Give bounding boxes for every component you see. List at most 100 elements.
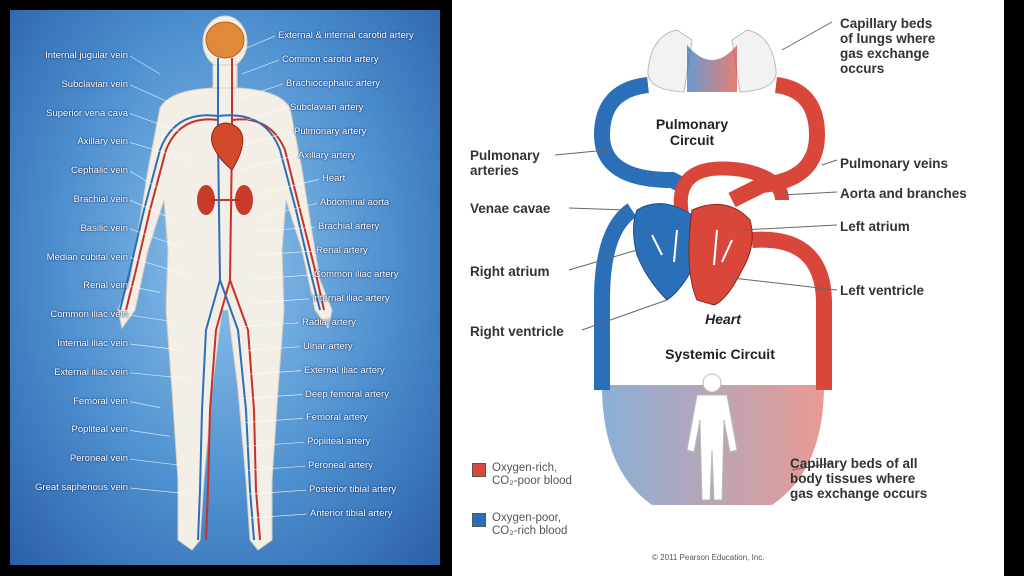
body-silhouette bbox=[117, 15, 333, 551]
heart bbox=[211, 122, 244, 171]
vein-label-subclavian-vein: Subclavian vein bbox=[61, 78, 128, 90]
leader-line bbox=[241, 155, 296, 170]
leader-line bbox=[129, 170, 161, 190]
copyright: © 2011 Pearson Education, Inc. bbox=[652, 553, 765, 562]
vein-label-internal-jugular-vein: Internal jugular vein bbox=[45, 50, 128, 61]
leader-line bbox=[241, 322, 300, 328]
leader-line bbox=[129, 372, 191, 380]
legend-swatch-oxygen-rich bbox=[472, 463, 486, 477]
vein-label-median-cubital-vein: Median cubital vein bbox=[46, 251, 128, 263]
artery-label-pulmonary-artery: Pulmonary artery bbox=[294, 125, 367, 137]
brain bbox=[205, 21, 245, 59]
label-leader-lines bbox=[129, 35, 320, 519]
leader-line bbox=[129, 55, 161, 75]
heart-title: Heart bbox=[705, 311, 741, 327]
artery-label-external-iliac-artery: External iliac artery bbox=[304, 364, 385, 376]
leader-line bbox=[241, 107, 288, 123]
label-pulmonary-veins: Pulmonary veins bbox=[840, 156, 949, 171]
artery-label-brachial-artery: Brachial artery bbox=[318, 221, 380, 233]
vein-label-peroneal-vein: Peroneal vein bbox=[69, 453, 128, 465]
vein-label-axillary-vein: Axillary vein bbox=[77, 136, 128, 148]
systemic-artery-loop bbox=[751, 231, 832, 390]
arteries bbox=[125, 58, 325, 541]
leader-line bbox=[129, 199, 171, 219]
leader-line bbox=[246, 441, 305, 447]
label-pulmonary-arteries: Pulmonary arteries bbox=[470, 148, 540, 178]
vein-label-brachial-vein: Brachial vein bbox=[73, 194, 128, 205]
leader-line bbox=[129, 228, 181, 248]
artery-label-femoral-artery: Femoral artery bbox=[306, 412, 368, 424]
kidney-left bbox=[197, 185, 215, 215]
leader-line bbox=[259, 202, 318, 218]
artery-label-abdominal-aorta: Abdominal aorta bbox=[320, 197, 390, 209]
leader-line bbox=[129, 314, 171, 322]
label-aorta: Aorta and branches bbox=[840, 186, 967, 201]
artery-label-posterior-tibial-artery: Posterior tibial artery bbox=[309, 484, 397, 496]
leader-line bbox=[247, 465, 306, 471]
vein-label-basilic-vein: Basilic vein bbox=[80, 222, 128, 234]
artery-label-ulnar-artery: Ulnar artery bbox=[303, 340, 353, 352]
leader-line bbox=[129, 84, 171, 104]
artery-label-renal-artery: Renal artery bbox=[316, 245, 368, 257]
leader-line bbox=[253, 274, 312, 280]
leader-line bbox=[241, 131, 292, 146]
leader-line bbox=[241, 83, 284, 99]
leader-line bbox=[129, 401, 161, 408]
leader-line bbox=[257, 226, 316, 232]
artery-label-anterior-tibial-artery: Anterior tibial artery bbox=[310, 508, 393, 519]
legend-oxygen-rich: Oxygen-rich, CO₂-poor blood bbox=[492, 462, 572, 487]
leader-line bbox=[251, 298, 310, 304]
small-body-figure bbox=[686, 373, 738, 501]
legend-swatch-oxygen-poor bbox=[472, 513, 486, 527]
artery-label-radial-artery: Radial artery bbox=[302, 316, 356, 328]
leader-line bbox=[129, 487, 191, 495]
label-left-atrium: Left atrium bbox=[840, 219, 910, 234]
leader-line bbox=[245, 418, 304, 423]
vein-label-great-saphenous-vein: Great saphenous vein bbox=[35, 482, 128, 493]
pulmonary-artery-loop bbox=[593, 77, 686, 193]
legend-oxygen-poor: Oxygen-poor, CO₂-rich blood bbox=[492, 512, 568, 537]
circuit-leader-lines bbox=[554, 21, 838, 471]
label-venae-cavae: Venae cavae bbox=[470, 201, 551, 216]
label-capillary-lungs: Capillary beds of lungs where gas exchan… bbox=[840, 16, 936, 76]
vein-label-external-iliac-vein: External iliac vein bbox=[54, 366, 128, 378]
leader-line bbox=[248, 489, 307, 495]
lungs bbox=[647, 29, 777, 93]
leader-line bbox=[241, 59, 280, 75]
leader-line bbox=[129, 343, 181, 351]
heart-left-side bbox=[688, 203, 753, 306]
systemic-vein-loop bbox=[594, 203, 637, 390]
leader-line bbox=[129, 257, 191, 276]
vein-label-internal-iliac-vein: Internal iliac vein bbox=[57, 338, 128, 349]
artery-label-common-iliac-artery: Common iliac artery bbox=[314, 269, 399, 280]
artery-label-heart: Heart bbox=[322, 173, 346, 185]
vein-label-superior-vena-cava: Superior vena cava bbox=[46, 107, 128, 119]
artery-label-popliteal-artery: Popliteal artery bbox=[307, 436, 371, 448]
artery-label-external-internal-carotid-artery: External & internal carotid artery bbox=[278, 30, 414, 41]
leader-line bbox=[129, 142, 191, 161]
artery-label-internal-iliac-artery: Internal iliac artery bbox=[312, 292, 390, 304]
leader-line bbox=[129, 458, 181, 466]
leader-line bbox=[244, 394, 303, 399]
body-figure bbox=[117, 15, 333, 551]
leader-line bbox=[129, 113, 181, 132]
aorta-arch bbox=[673, 161, 789, 217]
artery-label-brachiocephalic-artery: Brachiocephalic artery bbox=[286, 77, 380, 89]
vein-label-common-iliac-vein: Common iliac vein bbox=[50, 309, 128, 321]
vein-label-femoral-vein: Femoral vein bbox=[73, 395, 128, 407]
artery-label-subclavian-artery: Subclavian artery bbox=[290, 101, 364, 113]
artery-label-common-carotid-artery: Common carotid artery bbox=[282, 53, 379, 65]
vein-label-popliteal-vein: Popliteal vein bbox=[71, 424, 128, 436]
leader-line bbox=[243, 370, 302, 375]
vein-label-cephalic-vein: Cephalic vein bbox=[70, 165, 128, 177]
vein-label-renal-vein: Renal vein bbox=[83, 280, 128, 292]
artery-label-axillary-artery: Axillary artery bbox=[298, 149, 356, 161]
leader-line bbox=[242, 346, 301, 352]
leader-line bbox=[129, 430, 171, 437]
leader-line bbox=[255, 250, 314, 256]
circuit-diagram bbox=[554, 21, 838, 505]
label-right-atrium: Right atrium bbox=[470, 264, 550, 279]
leader-line bbox=[129, 286, 161, 293]
circulation-circuit-panel: Pulmonary Circuit Systemic Circuit Heart… bbox=[452, 0, 1004, 576]
